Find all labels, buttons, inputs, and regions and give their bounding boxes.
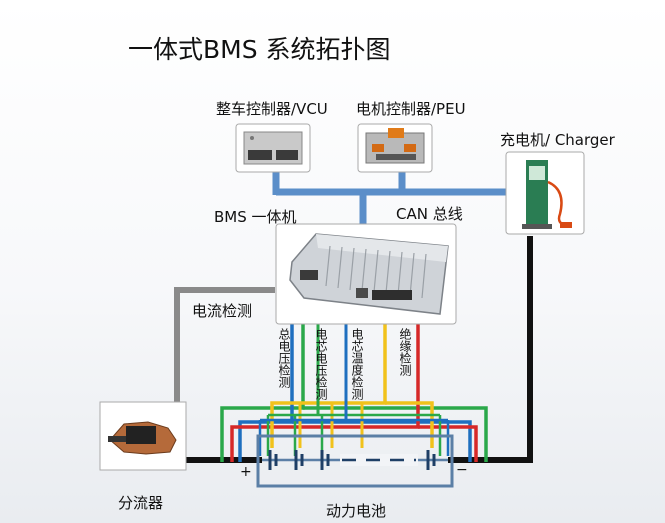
charger-device xyxy=(505,151,585,235)
current-detect-label: 电流检测 xyxy=(192,302,253,320)
current-detect-line xyxy=(174,287,275,405)
cell-temp-label: 电芯温度检测 xyxy=(350,328,364,400)
positive-terminal: + xyxy=(240,464,252,480)
cell-voltage-label: 电芯电压检测 xyxy=(314,328,328,400)
battery-pack xyxy=(256,434,454,488)
bms-unit xyxy=(275,223,457,325)
peu-label: 电机控制器/PEU xyxy=(356,100,466,118)
can-bus-label: CAN 总线 xyxy=(396,205,463,223)
total-voltage-label: 总电压检测 xyxy=(277,328,291,388)
diagram-title: 一体式BMS 系统拓扑图 xyxy=(128,35,391,64)
insulation-label: 绝缘检测 xyxy=(398,328,412,376)
peu-device xyxy=(357,123,433,173)
negative-terminal: − xyxy=(456,462,468,478)
bms-label: BMS 一体机 xyxy=(214,208,297,226)
vcu-label: 整车控制器/VCU xyxy=(216,100,328,118)
shunt-device xyxy=(99,401,187,471)
shunt-label: 分流器 xyxy=(118,494,164,512)
battery-label: 动力电池 xyxy=(326,502,387,520)
charger-label: 充电机/ Charger xyxy=(500,131,615,149)
vcu-device xyxy=(235,123,311,173)
